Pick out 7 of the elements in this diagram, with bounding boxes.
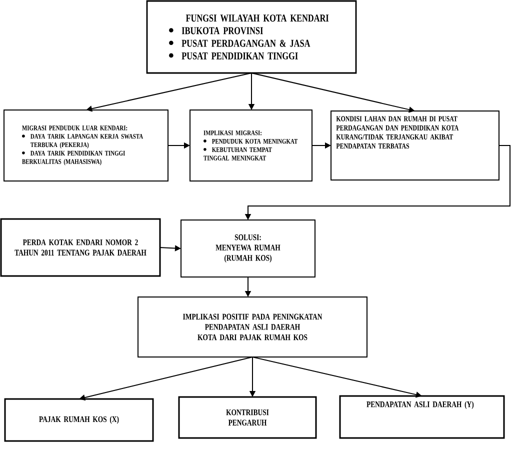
process-box: PAJAK RUMAH KOS (X) [4, 398, 154, 442]
process-box: PERDA KOTAK ENDARI NOMOR 2 TAHUN 2011 TENTANG PAJAK DAERAH [0, 218, 161, 277]
process-box: FUNGSI WILAYAH KOTA KENDARI IBUKOTA PROVINSI PUSAT PERDAGANGAN & JASA PUSAT PENDIDIKAN TINGGI [146, 0, 357, 74]
process-box: KONTRIBUSI PENGARUH [178, 396, 317, 439]
process-box: IMPLIKASI POSITIF PADA PENINGKATAN PENDAPATAN ASLI DAERAH KOTA DARI PAJAK RUMAH KOS [138, 296, 368, 358]
process-box: PENDAPATAN ASLI DAERAH (Y) [339, 395, 505, 439]
process-box: SOLUSI: MENYEWA RUMAH (RUMAH KOS) [180, 220, 316, 278]
